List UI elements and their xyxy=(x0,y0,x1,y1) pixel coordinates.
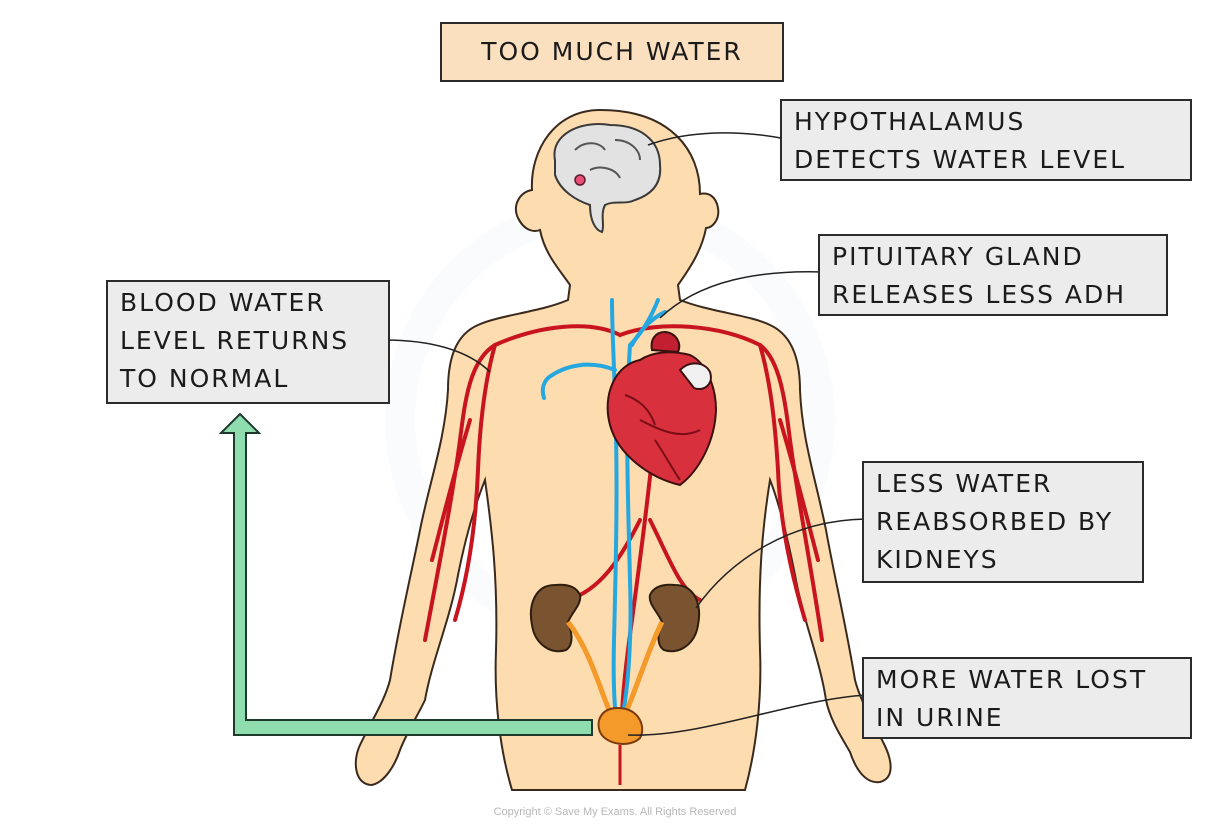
label-kidneys-line-2: REABSORBED BY xyxy=(876,507,1114,536)
label-pituitary-line-2: RELEASES LESS ADH xyxy=(832,280,1127,309)
left-kidney xyxy=(530,583,582,653)
pointer-blood xyxy=(383,339,491,373)
label-urine: MORE WATER LOST IN URINE xyxy=(862,657,1192,739)
label-urine-line-2: IN URINE xyxy=(876,703,1004,732)
label-urine-line-1: MORE WATER LOST xyxy=(876,665,1148,694)
copyright-notice: Copyright © Save My Exams. All Rights Re… xyxy=(493,806,737,818)
label-kidneys-line-1: LESS WATER xyxy=(876,469,1053,498)
label-hypothalamus: HYPOTHALAMUS DETECTS WATER LEVEL xyxy=(780,99,1192,181)
pointer-kidneys xyxy=(695,518,867,609)
label-kidneys-line-3: KIDNEYS xyxy=(876,545,999,574)
right-kidney xyxy=(648,583,700,653)
label-blood-line-3: TO NORMAL xyxy=(120,364,290,393)
pointer-hypothalamus xyxy=(647,132,787,146)
label-pituitary-line-1: PITUITARY GLAND xyxy=(832,242,1084,271)
label-kidneys: LESS WATER REABSORBED BY KIDNEYS xyxy=(862,461,1144,583)
feedback-arrow xyxy=(218,412,593,736)
label-blood-line-1: BLOOD WATER xyxy=(120,288,326,317)
kidneys xyxy=(530,583,700,714)
title-text: TOO MUCH WATER xyxy=(481,37,743,66)
label-hypothalamus-line-2: DETECTS WATER LEVEL xyxy=(794,145,1127,174)
title-box: TOO MUCH WATER xyxy=(440,22,784,82)
veins xyxy=(540,298,667,720)
brain xyxy=(553,123,662,234)
label-blood-line-2: LEVEL RETURNS xyxy=(120,326,350,355)
pointer-pituitary xyxy=(659,271,825,319)
pointer-urine xyxy=(627,694,867,736)
label-pituitary: PITUITARY GLAND RELEASES LESS ADH xyxy=(818,234,1168,316)
arteries xyxy=(423,324,824,722)
heart xyxy=(606,330,718,487)
label-blood-water: BLOOD WATER LEVEL RETURNS TO NORMAL xyxy=(106,280,390,404)
label-hypothalamus-line-1: HYPOTHALAMUS xyxy=(794,107,1026,136)
pituitary-gland-dot xyxy=(574,174,586,186)
